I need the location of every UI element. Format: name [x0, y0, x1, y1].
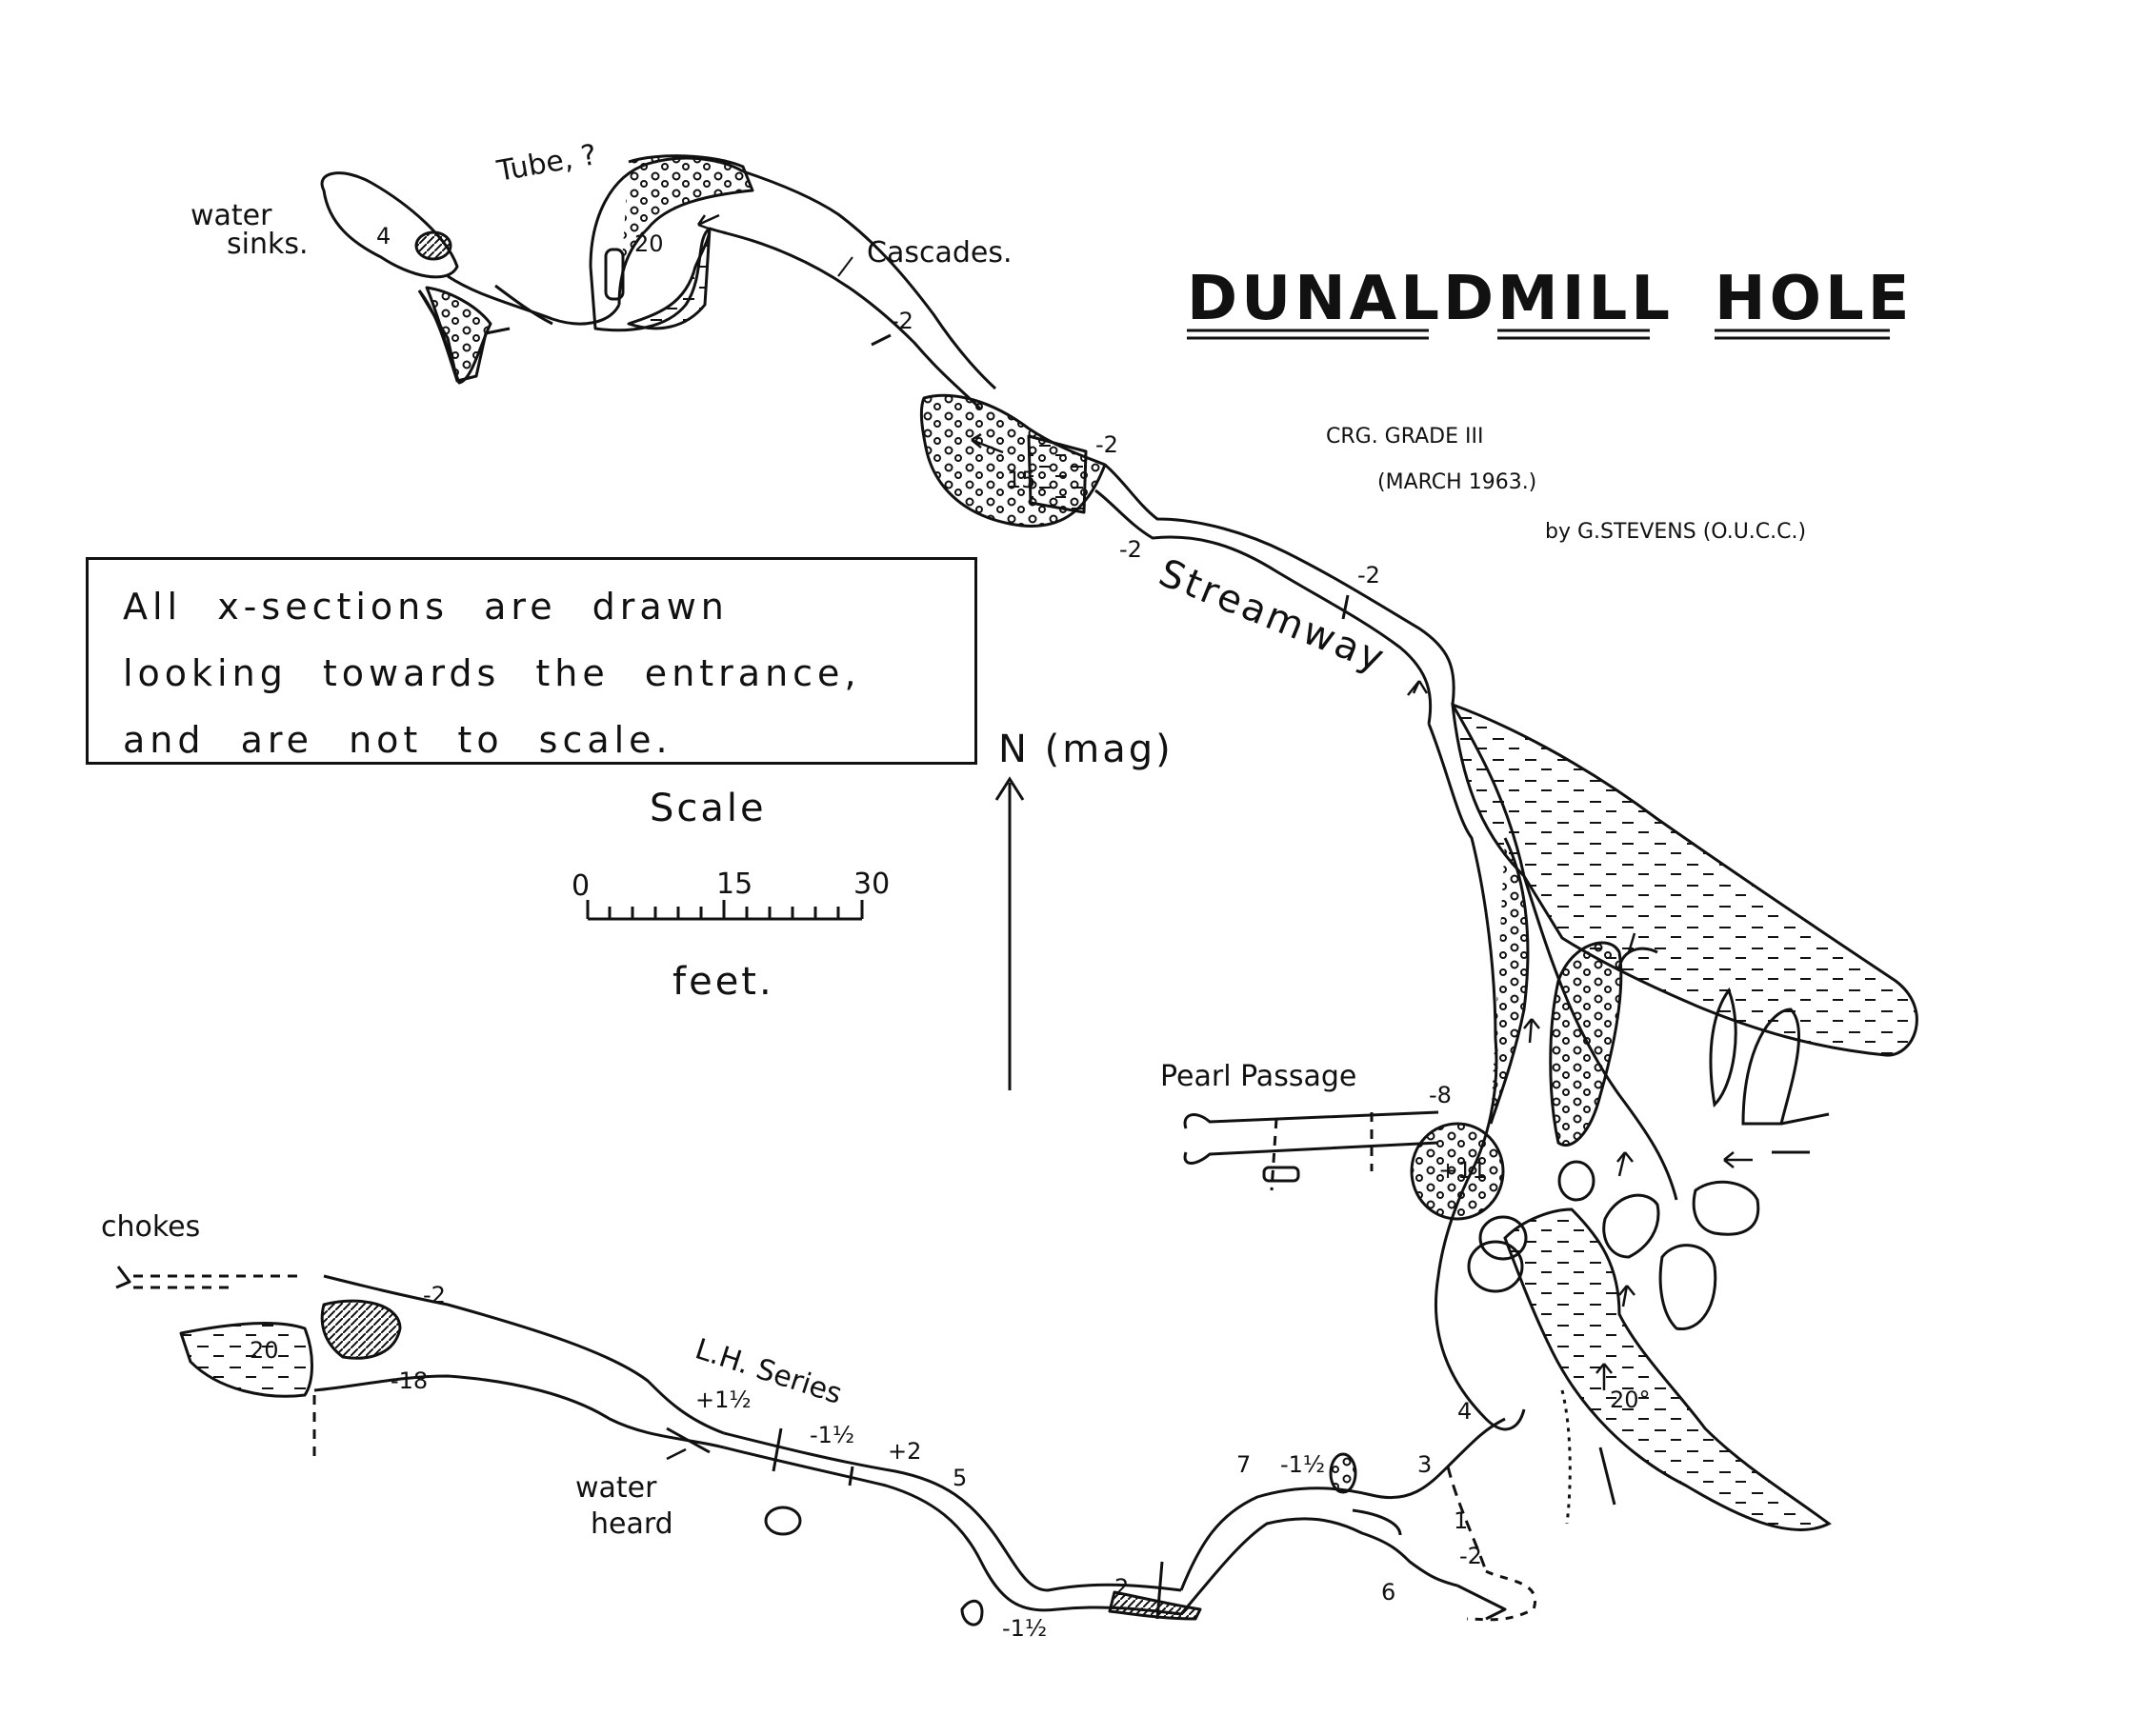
- depth-mark: 4: [376, 223, 391, 249]
- depth-mark: 20°: [1610, 1387, 1651, 1413]
- note-line-2: looking towards the entrance,: [123, 652, 861, 694]
- label-water-sinks-1: water: [191, 199, 272, 232]
- depth-mark: -2: [1119, 536, 1142, 563]
- label-chokes: chokes: [101, 1210, 200, 1244]
- depth-mark: 20: [250, 1337, 279, 1364]
- label-pearl-passage: Pearl Passage: [1160, 1060, 1356, 1093]
- depth-mark: -1½: [1002, 1615, 1047, 1642]
- north-arrow: N (mag): [994, 728, 1174, 1090]
- label-water-sinks-2: sinks.: [227, 228, 309, 261]
- title-word-hole: HOLE: [1715, 264, 1913, 334]
- label-water-heard-1: water: [575, 1471, 657, 1505]
- depth-mark: +2: [888, 1438, 921, 1465]
- depth-mark: -2: [1357, 562, 1380, 589]
- note-line-1: All x-sections are drawn: [123, 586, 729, 628]
- depth-mark: 2: [1114, 1574, 1129, 1601]
- survey-date: (MARCH 1963.): [1377, 470, 1536, 494]
- depth-mark: -2: [891, 308, 913, 334]
- junction-chamber: [1410, 704, 1830, 1431]
- depth-mark: 6: [1381, 1579, 1395, 1606]
- depth-mark: -2: [423, 1282, 446, 1308]
- upper-passage: [320, 154, 1455, 725]
- grade-label: CRG. GRADE III: [1326, 425, 1483, 449]
- sand-area-south: [1503, 1207, 1832, 1531]
- label-tube: Tube, ?: [493, 138, 599, 189]
- pearl-passage: [1183, 1110, 1439, 1191]
- scale-bar: Scale 0 15 30 feet.: [572, 787, 890, 1004]
- depth-mark: -18: [391, 1367, 428, 1394]
- scale-title: Scale: [650, 787, 767, 830]
- title-word-mill: MILL: [1497, 264, 1674, 334]
- label-water-heard-2: heard: [591, 1507, 673, 1541]
- author-credit: by G.STEVENS (O.U.C.C.): [1545, 520, 1806, 544]
- section-note-box: All x-sections are drawn looking towards…: [86, 557, 977, 765]
- title-word-dunald: DUNALD: [1187, 264, 1497, 334]
- scale-tick-15: 15: [716, 868, 752, 901]
- note-line-3: and are not to scale.: [123, 719, 672, 761]
- label-cascades: Cascades.: [867, 236, 1013, 269]
- depth-mark: +1½: [695, 1387, 752, 1413]
- depth-mark: -1½: [1280, 1451, 1325, 1478]
- depth-mark: 7: [1236, 1451, 1251, 1478]
- scale-tick-0: 0: [572, 869, 590, 903]
- depth-mark: 20: [634, 230, 664, 257]
- depth-marks: -2 -2 -2 -2 -8 20 15 4 -2 -18 +1½ -1½ +2…: [250, 223, 1651, 1642]
- scale-unit: feet.: [672, 960, 774, 1004]
- north-label: N (mag): [998, 728, 1174, 771]
- title-block: DUNALD MILL HOLE: [1187, 264, 1913, 340]
- depth-mark: -8: [1429, 1082, 1452, 1108]
- flow-arrows: [666, 213, 1753, 1461]
- depth-mark: -2: [1459, 1543, 1482, 1569]
- depth-mark: 1: [1454, 1507, 1468, 1534]
- depth-mark: -1½: [810, 1422, 854, 1448]
- depth-mark: 5: [953, 1465, 967, 1491]
- depth-mark: +11: [1438, 1157, 1487, 1184]
- depth-mark: 15: [1007, 467, 1036, 493]
- scale-tick-30: 30: [853, 868, 890, 901]
- depth-mark: 4: [1457, 1398, 1472, 1425]
- depth-mark: -2: [1095, 431, 1118, 458]
- depth-mark: 3: [1417, 1451, 1432, 1478]
- lh-series-passage: [115, 1266, 1616, 1626]
